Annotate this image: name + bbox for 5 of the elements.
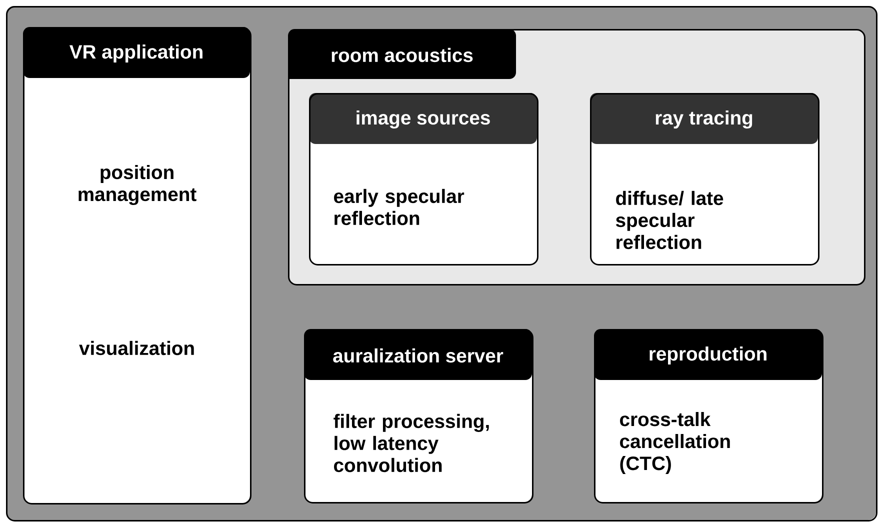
module-box: VR application position management visualization bbox=[23, 27, 252, 504]
module-box: image sources early specular reflection bbox=[309, 93, 538, 266]
module-box: ray tracing diffuse/ late specular reflection bbox=[590, 93, 820, 266]
module-box: auralization server filter processing, low latency convolution bbox=[304, 329, 534, 504]
module-box: reproduction cross-talk cancellation (CTC) bbox=[594, 329, 824, 504]
